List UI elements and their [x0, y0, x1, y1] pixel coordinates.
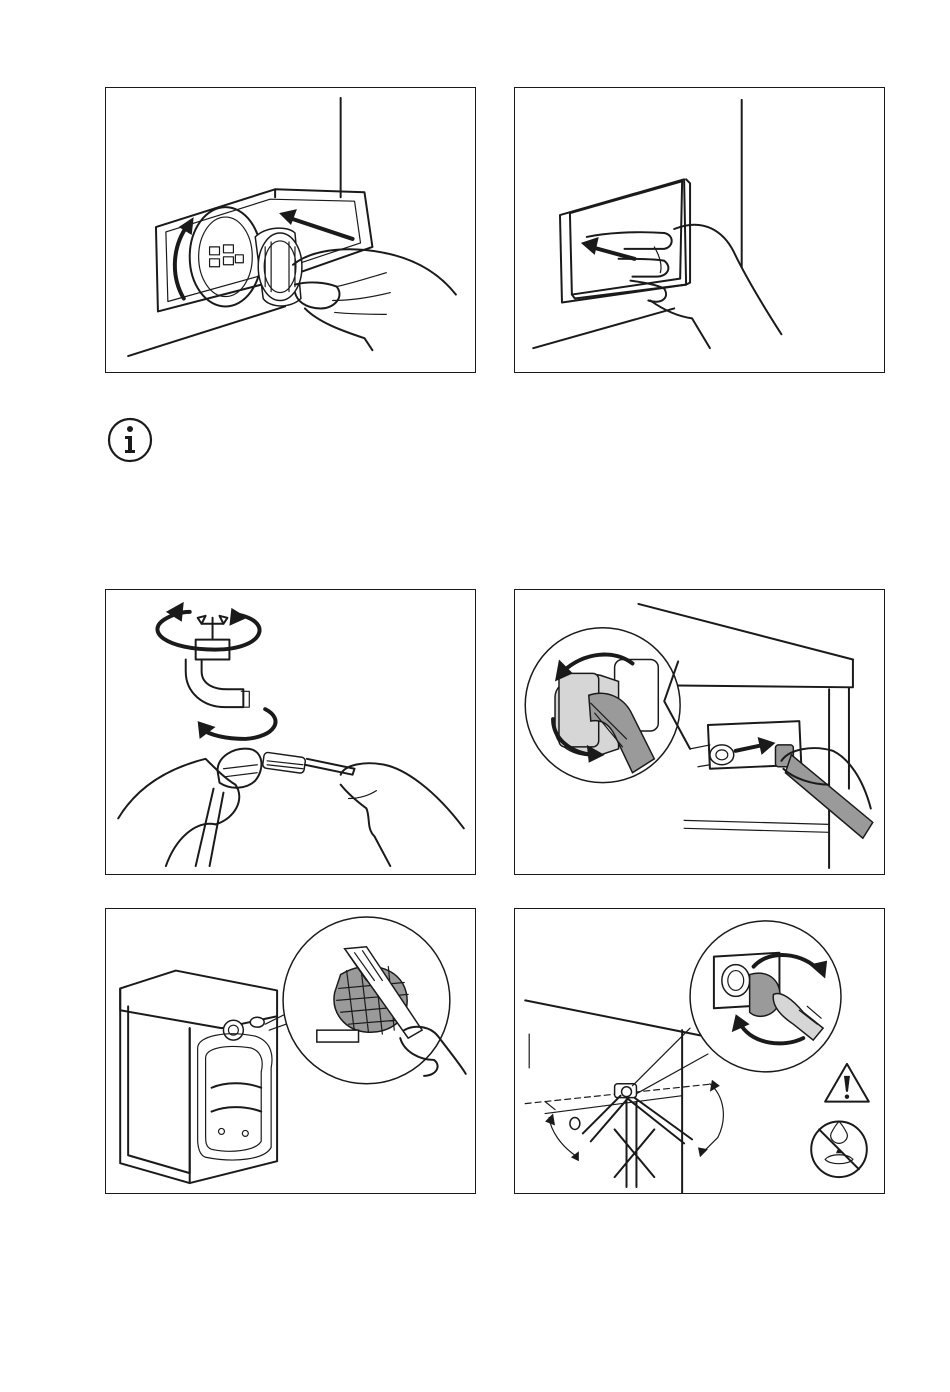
- inlet-hose-remove-illustration: [515, 590, 884, 874]
- illustration-filter-insert: [105, 87, 476, 373]
- drain-filter-insert-illustration: [106, 88, 475, 372]
- illustration-inlet-hose-remove: [514, 589, 885, 875]
- illustration-inlet-hose-reattach: [514, 908, 885, 1194]
- illustration-tap-hose-clean: [105, 589, 476, 875]
- filter-cover-close-illustration: [515, 88, 884, 372]
- inlet-valve-filter-brush-illustration: [106, 909, 475, 1193]
- info-icon: [106, 416, 154, 464]
- illustration-inlet-filter-clean: [105, 908, 476, 1194]
- tap-and-hose-brush-illustration: [106, 590, 475, 874]
- illustration-filter-cover-close: [514, 87, 885, 373]
- inlet-hose-reattach-warning-illustration: [515, 909, 884, 1193]
